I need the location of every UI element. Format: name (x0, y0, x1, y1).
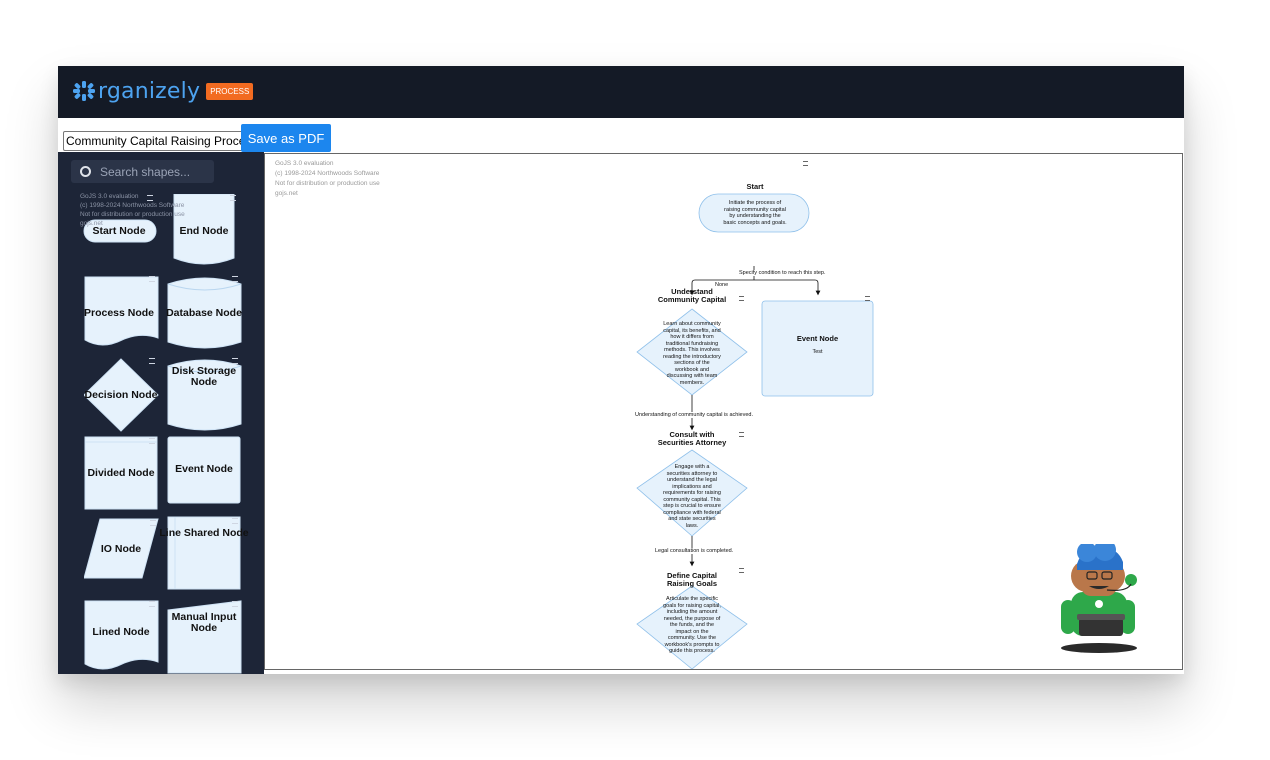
app-window: rganizely PROCESS Community Capital Rais… (58, 66, 1184, 674)
watermark-line: Not for distribution or production use (275, 180, 380, 187)
event-node-title: Event Node (796, 334, 839, 343)
define-node-title: Define Capital Raising Goals (666, 571, 717, 588)
understand-node-description-wrap: Learn about community capital, its benef… (663, 321, 721, 399)
drag-handle-icon[interactable] (232, 358, 238, 364)
search-placeholder: Search shapes... (100, 164, 191, 179)
palette-lined-node[interactable]: Lined Node (84, 600, 159, 674)
watermark-line: Not for distribution or production use (80, 211, 185, 218)
palette-start-node-label: Start Node (92, 224, 146, 237)
shape-palette: Search shapes... Start Node End Node GoJ… (58, 152, 264, 674)
drag-handle-icon[interactable] (149, 358, 155, 364)
palette-disk-storage-node[interactable]: Disk Storage Node (167, 358, 242, 432)
edge-label: Specify condition to reach this step. (739, 270, 826, 276)
drag-handle-icon[interactable] (147, 195, 153, 201)
drag-handle-icon[interactable] (232, 276, 238, 282)
palette-event-node-label: Event Node (175, 462, 233, 475)
watermark-line: (c) 1998-2024 Northwoods Software (80, 202, 185, 209)
logo-mark-icon (73, 81, 95, 101)
drag-handle-icon[interactable] (232, 518, 238, 524)
palette-start-node[interactable]: Start Node (82, 194, 157, 268)
event-node-shape[interactable] (761, 300, 874, 397)
start-node-description: Initiate the process of raising communit… (723, 200, 787, 226)
drag-handle-icon[interactable] (150, 520, 156, 526)
palette-manual-input-node[interactable]: Manual Input Node (167, 600, 242, 674)
diagram-shapes (636, 193, 874, 669)
consult-node-description: Engage with a securities attorney to und… (663, 464, 721, 529)
define-node[interactable]: Define Capital Raising Goals (657, 572, 727, 588)
palette-manual-input-node-label: Manual Input Node (171, 611, 237, 634)
process-select[interactable]: Community Capital Raising Process ⌄ (63, 131, 272, 151)
drag-handle-icon[interactable] (739, 432, 744, 437)
start-node-description-wrap: Initiate the process of raising communit… (723, 200, 787, 226)
drag-handle-icon[interactable] (232, 601, 238, 607)
drag-handle-icon[interactable] (865, 296, 870, 301)
gojs-watermark: GoJS 3.0 evaluation (c) 1998-2024 Northw… (80, 192, 185, 228)
diagram-canvas[interactable]: GoJS 3.0 evaluation (c) 1998-2024 Northw… (264, 153, 1183, 670)
palette-event-node[interactable]: Event Node (167, 436, 241, 510)
understand-node-description: Learn about community capital, its benef… (663, 321, 721, 386)
event-node-description: Test (812, 349, 823, 355)
define-node-description-wrap: Articulate the specific goals for raisin… (663, 596, 721, 669)
palette-end-node[interactable]: End Node (173, 194, 247, 268)
search-shapes-input[interactable]: Search shapes... (71, 160, 214, 183)
watermark-line: gojs.net (275, 190, 298, 197)
logo-text: rganizely (98, 78, 201, 104)
save-as-pdf-button[interactable]: Save as PDF (241, 124, 331, 152)
palette-io-node[interactable]: IO Node (84, 518, 159, 592)
consult-node-description-wrap: Engage with a securities attorney to und… (663, 464, 721, 538)
drag-handle-icon[interactable] (230, 195, 236, 201)
watermark-line: (c) 1998-2024 Northwoods Software (275, 170, 380, 177)
process-select-value: Community Capital Raising Process (66, 134, 258, 148)
gojs-watermark: GoJS 3.0 evaluation (c) 1998-2024 Northw… (275, 159, 380, 199)
watermark-line: GoJS 3.0 evaluation (80, 193, 139, 200)
palette-process-node[interactable]: Process Node (84, 276, 159, 350)
watermark-line: gojs.net (80, 220, 103, 227)
start-node-shape[interactable] (698, 193, 810, 233)
support-agent-mascot-icon[interactable] (1047, 544, 1147, 654)
top-bar: rganizely PROCESS (58, 66, 1184, 118)
understand-node[interactable]: Understand Community Capital (657, 288, 727, 314)
palette-divided-node-label: Divided Node (87, 466, 155, 479)
define-node-shape[interactable] (636, 585, 748, 669)
palette-end-node-label: End Node (179, 224, 229, 237)
palette-divided-node[interactable]: Divided Node (84, 436, 158, 510)
toolbar: Community Capital Raising Process ⌄ (58, 118, 1184, 152)
search-icon (80, 166, 91, 177)
drag-handle-icon[interactable] (149, 276, 155, 282)
palette-disk-storage-node-label: Disk Storage Node (171, 365, 237, 388)
drag-handle-icon[interactable] (739, 568, 744, 573)
define-node-description: Articulate the specific goals for raisin… (663, 596, 721, 654)
start-node-title: Start (746, 182, 764, 191)
edge-label: None (715, 282, 729, 288)
edge-label: Legal consultation is completed. (655, 548, 734, 554)
drag-handle-icon[interactable] (149, 438, 155, 444)
palette-decision-node-label: Decision Node (84, 388, 158, 401)
edge-line[interactable] (689, 279, 754, 296)
event-node[interactable]: Event Node Test (770, 335, 865, 356)
palette-process-node-label: Process Node (83, 306, 155, 319)
understand-node-title: Understand Community Capital (657, 288, 727, 304)
edge-label: Understanding of community capital is ac… (635, 412, 754, 418)
palette-lined-node-label: Lined Node (92, 625, 150, 638)
process-badge: PROCESS (206, 82, 254, 100)
palette-line-shared-node-label: Line Shared Node (159, 527, 249, 539)
palette-database-node-label: Database Node (166, 306, 242, 319)
drag-handle-icon[interactable] (803, 161, 808, 166)
drag-handle-icon[interactable] (739, 296, 744, 301)
consult-node-title: Consult with Securities Attorney (657, 430, 727, 447)
palette-line-shared-node[interactable]: Line Shared Node (159, 516, 249, 590)
consult-node[interactable]: Consult with Securities Attorney (655, 431, 729, 447)
drag-handle-icon[interactable] (149, 601, 155, 607)
palette-decision-node[interactable]: Decision Node (84, 358, 159, 432)
app-logo[interactable]: rganizely PROCESS (72, 78, 254, 104)
start-node[interactable]: Start (705, 183, 805, 191)
watermark-line: GoJS 3.0 evaluation (275, 160, 334, 167)
palette-io-node-label: IO Node (100, 542, 142, 555)
palette-database-node[interactable]: Database Node (166, 276, 242, 350)
edge-line[interactable] (754, 279, 821, 296)
